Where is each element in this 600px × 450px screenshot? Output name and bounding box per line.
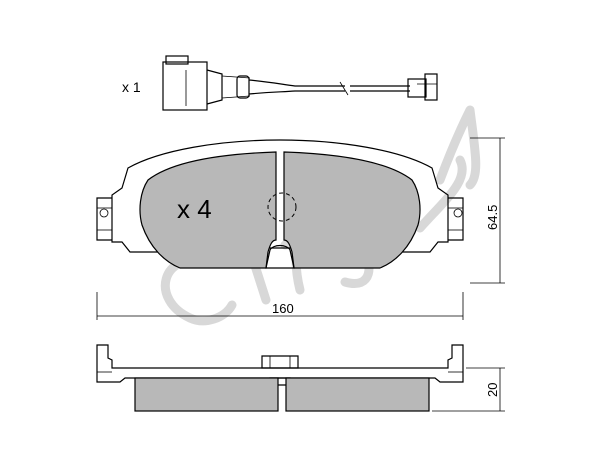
thickness-dimension-label: 20 [485,383,500,397]
wear-sensor [162,55,438,111]
width-dimension [96,292,464,320]
thickness-dimension [432,367,505,412]
height-dimension-label: 64.5 [485,205,500,230]
friction-pad-side [134,377,430,412]
height-dimension [470,137,505,284]
sensor-quantity-label: x 1 [122,79,141,95]
pad-quantity-label: x 4 [177,194,212,224]
width-dimension-label: 160 [272,301,294,316]
friction-pad-front [139,151,421,269]
